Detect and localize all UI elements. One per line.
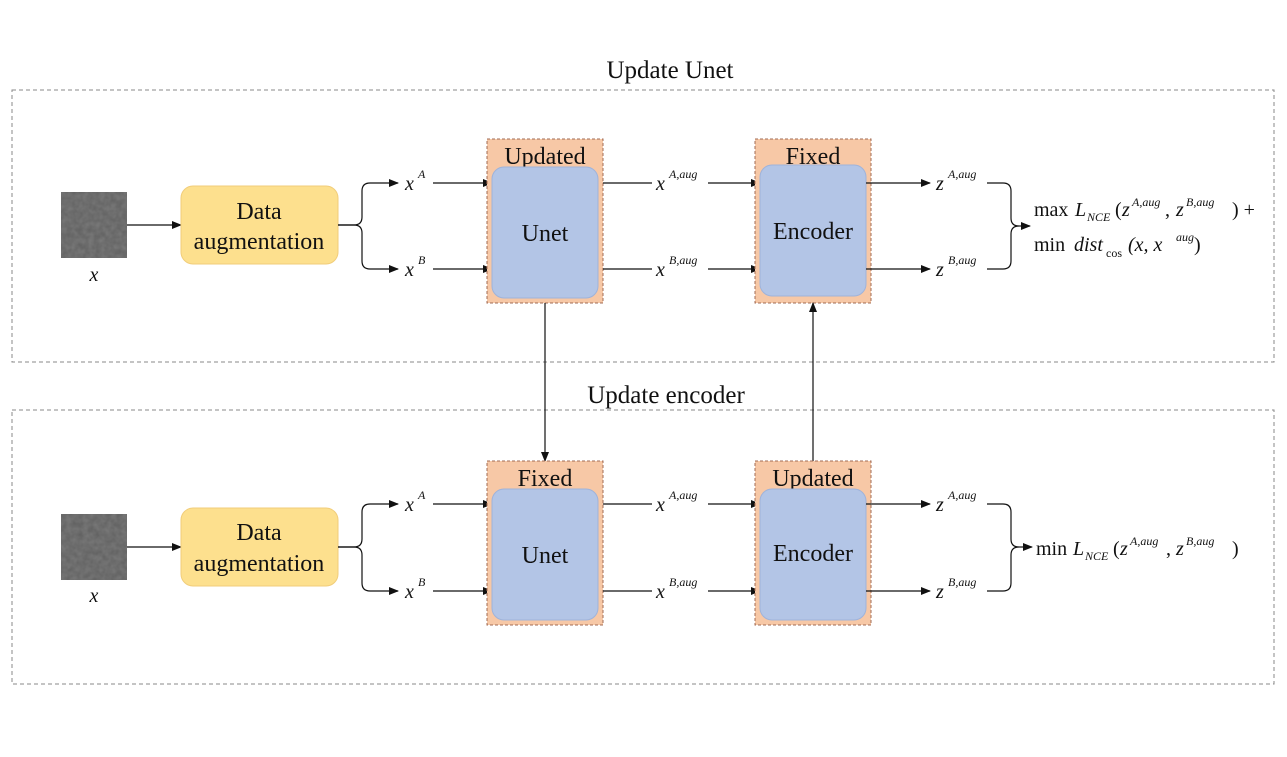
unet-inner-bottom xyxy=(491,488,599,621)
svg-text:) +: ) + xyxy=(1232,199,1255,221)
zAaug-sup-bottom: A,aug xyxy=(947,488,976,502)
xBaug-sup-top: B,aug xyxy=(669,253,697,267)
data-augmentation-line2-bottom: augmentation xyxy=(194,551,325,577)
zBaug-label-bottom: z xyxy=(935,581,944,603)
xBaug-label-bottom: x xyxy=(655,581,665,603)
input-patch-top xyxy=(61,192,127,258)
svg-text:NCE: NCE xyxy=(1086,210,1111,224)
svg-text:NCE: NCE xyxy=(1084,549,1109,563)
unet-inner-top xyxy=(491,166,599,299)
encoder-label-top: Encoder xyxy=(773,219,853,245)
svg-text:dist: dist xyxy=(1074,234,1103,256)
svg-text:max: max xyxy=(1034,199,1068,221)
xAaug-sup-top: A,aug xyxy=(668,167,697,181)
zAaug-label-top: z xyxy=(935,173,944,195)
objective-bottom: min L NCE ( z A,aug , z B,aug ) xyxy=(1036,534,1239,563)
update-unet-title: Update Unet xyxy=(606,57,733,84)
svg-text:B,aug: B,aug xyxy=(1186,534,1214,548)
svg-text:z: z xyxy=(1119,538,1128,560)
svg-text:(: ( xyxy=(1115,199,1122,221)
encoder-state-bottom: Updated xyxy=(772,466,853,492)
svg-text:aug: aug xyxy=(1176,230,1194,244)
svg-text:z: z xyxy=(1175,538,1184,560)
input-label-top: x xyxy=(89,264,99,286)
unet-state-bottom: Fixed xyxy=(518,466,573,492)
xB-label-top: x xyxy=(404,259,414,281)
svg-text:): ) xyxy=(1232,538,1239,560)
svg-text:L: L xyxy=(1072,538,1084,560)
svg-text:): ) xyxy=(1194,234,1201,256)
svg-text:(: ( xyxy=(1113,538,1120,560)
unet-label-top: Unet xyxy=(522,221,569,247)
update-unet-section xyxy=(11,89,1275,363)
data-augmentation-line2-top: augmentation xyxy=(194,229,325,255)
xB-sup-bottom: B xyxy=(418,575,426,589)
bottom-row: x Data augmentation x A x B Fixed Unet x… xyxy=(61,460,1239,626)
input-label-bottom: x xyxy=(89,585,99,607)
top-row: x Data augmentation x A x B Updated Unet… xyxy=(61,138,1255,304)
encoder-inner-bottom xyxy=(759,488,867,621)
svg-text:z: z xyxy=(1175,199,1184,221)
zBaug-sup-bottom: B,aug xyxy=(948,575,976,589)
svg-text:B,aug: B,aug xyxy=(1186,195,1214,209)
xA-sup-top: A xyxy=(417,167,426,181)
encoder-label-bottom: Encoder xyxy=(773,541,853,567)
xB-label-bottom: x xyxy=(404,581,414,603)
objective-top: max L NCE ( z A,aug , z B,aug ) + min di… xyxy=(1034,195,1255,260)
svg-text:min: min xyxy=(1034,234,1065,256)
input-patch-bottom xyxy=(61,514,127,580)
svg-text:,: , xyxy=(1165,199,1170,221)
update-encoder-section xyxy=(11,409,1275,685)
xAaug-label-bottom: x xyxy=(655,494,665,516)
xB-sup-top: B xyxy=(418,253,426,267)
xBaug-label-top: x xyxy=(655,259,665,281)
unet-label-bottom: Unet xyxy=(522,543,569,569)
svg-text:,: , xyxy=(1166,538,1171,560)
xA-label-bottom: x xyxy=(404,494,414,516)
xA-label-top: x xyxy=(404,173,414,195)
svg-text:L: L xyxy=(1074,199,1086,221)
svg-text:A,aug: A,aug xyxy=(1129,534,1158,548)
update-encoder-title: Update encoder xyxy=(587,382,745,409)
zBaug-label-top: z xyxy=(935,259,944,281)
zAaug-label-bottom: z xyxy=(935,494,944,516)
svg-text:z: z xyxy=(1121,199,1130,221)
svg-text:A,aug: A,aug xyxy=(1131,195,1160,209)
encoder-inner-top xyxy=(759,164,867,297)
svg-text:min: min xyxy=(1036,538,1067,560)
svg-text:cos: cos xyxy=(1106,246,1122,260)
data-augmentation-line1-top: Data xyxy=(236,199,282,225)
xBaug-sup-bottom: B,aug xyxy=(669,575,697,589)
unet-state-top: Updated xyxy=(504,144,585,170)
xAaug-sup-bottom: A,aug xyxy=(668,488,697,502)
xAaug-label-top: x xyxy=(655,173,665,195)
svg-text:(x, x: (x, x xyxy=(1128,234,1163,256)
data-augmentation-line1-bottom: Data xyxy=(236,520,282,546)
zAaug-sup-top: A,aug xyxy=(947,167,976,181)
zBaug-sup-top: B,aug xyxy=(948,253,976,267)
xA-sup-bottom: A xyxy=(417,488,426,502)
